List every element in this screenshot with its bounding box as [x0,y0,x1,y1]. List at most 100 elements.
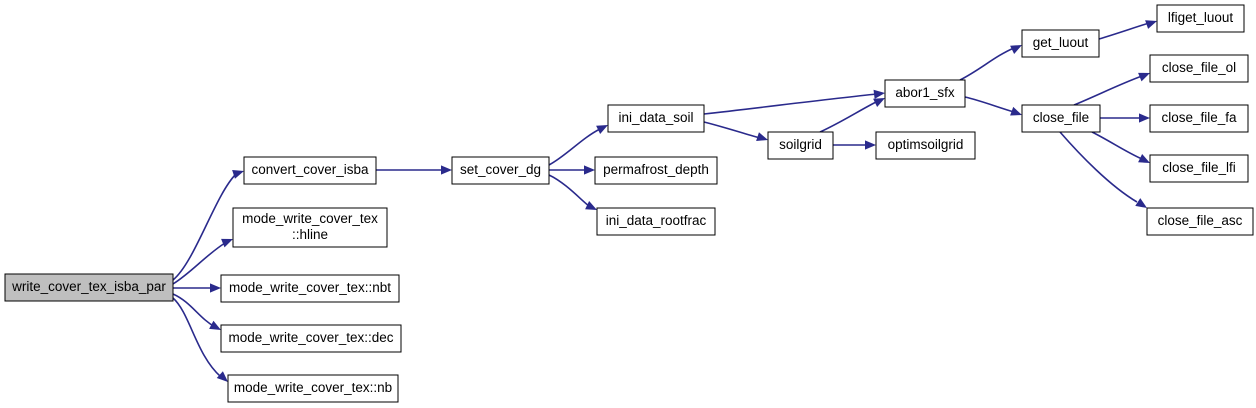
call-edge [172,170,244,281]
node-close_file_fa[interactable]: close_file_fa [1149,104,1249,133]
call-edge [548,174,597,210]
node-box[interactable] [243,156,377,185]
call-edge [964,96,1022,116]
node-box[interactable] [596,207,716,236]
node-box[interactable] [1149,54,1249,83]
edge-arrowhead [585,201,597,210]
node-box[interactable] [1149,154,1249,183]
node-box[interactable] [232,207,388,248]
node-box[interactable] [451,156,550,185]
node-label: mode_write_cover_tex [242,211,378,226]
edge-arrowhead [216,371,228,382]
node-box[interactable] [4,273,174,302]
node-label: close_file [1033,110,1089,125]
node-label: permafrost_depth [603,162,709,177]
node-ini_data_soil[interactable]: ini_data_soil [607,104,705,133]
node-label: soilgrid [779,137,822,152]
node-convert_cover_isba[interactable]: convert_cover_isba [243,156,377,185]
edge-line [1098,22,1150,40]
call-edge [703,121,768,141]
node-box[interactable] [607,104,705,133]
node-label: set_cover_dg [460,162,541,177]
node-close_file[interactable]: close_file [1021,104,1101,133]
node-close_file_asc[interactable]: close_file_asc [1146,207,1254,236]
node-label: write_cover_tex_isba_par [11,279,166,294]
call-edge [833,140,876,150]
node-label: lfiget_luout [1168,10,1234,25]
call-edge [1098,20,1157,40]
node-label: convert_cover_isba [251,162,369,177]
node-label: mode_write_cover_tex::nbt [229,280,391,295]
node-box[interactable] [1021,29,1100,58]
node-label: ini_data_rootfrac [606,213,707,228]
edge-arrowhead [1139,113,1150,123]
node-box[interactable] [875,131,976,160]
call-edge [549,165,595,175]
edge-line [959,47,1015,81]
node-box[interactable] [767,131,834,160]
node-mode_write_cover_tex_nb[interactable]: mode_write_cover_tex::nb [227,374,399,403]
edge-arrowhead [756,132,768,141]
node-optimsoilgrid[interactable]: optimsoilgrid [875,131,976,160]
call-edge [172,297,228,382]
node-mode_write_cover_tex_hline[interactable]: mode_write_cover_tex::hline [232,207,388,248]
nodes-layer: write_cover_tex_isba_par convert_cover_is… [4,4,1254,403]
node-get_luout[interactable]: get_luout [1021,29,1100,58]
node-label: ini_data_soil [618,110,693,125]
edge-line [819,100,879,133]
node-write_cover_tex_isba_par[interactable]: write_cover_tex_isba_par [4,273,174,302]
edge-arrowhead [584,165,595,175]
node-set_cover_dg[interactable]: set_cover_dg [451,156,550,185]
node-close_file_ol[interactable]: close_file_ol [1149,54,1249,83]
edge-arrowhead [221,238,233,248]
edge-line [1073,75,1143,106]
edge-arrowhead [1145,20,1157,29]
node-label: mode_write_cover_tex::dec [228,330,393,345]
node-soilgrid[interactable]: soilgrid [767,131,834,160]
call-edge [173,283,221,293]
node-label: mode_write_cover_tex::nb [234,380,392,395]
call-edge [376,165,452,175]
node-box[interactable] [594,156,718,185]
node-mode_write_cover_tex_nbt[interactable]: mode_write_cover_tex::nbt [220,274,400,303]
node-permafrost_depth[interactable]: permafrost_depth [594,156,718,185]
edge-line [548,174,590,207]
node-box[interactable] [1146,207,1254,236]
edge-line [1059,131,1138,203]
node-ini_data_rootfrac[interactable]: ini_data_rootfrac [596,207,716,236]
call-edge [548,125,608,166]
node-box[interactable] [220,274,400,303]
node-label: close_file_ol [1162,60,1236,75]
edge-arrowhead [441,165,452,175]
node-label: close_file_fa [1161,110,1237,125]
node-label: ::hline [292,227,328,242]
node-abor1_sfx[interactable]: abor1_sfx [884,79,966,108]
edge-arrowhead [210,283,221,293]
edge-line [1091,131,1143,160]
call-edge [172,293,221,330]
call-edge [172,238,233,285]
node-box[interactable] [1149,104,1249,133]
edge-arrowhead [1010,106,1022,116]
call-edge [1059,131,1147,208]
edge-arrowhead [865,140,876,150]
edge-line [964,96,1015,113]
edge-line [703,121,761,139]
node-lfiget_luout[interactable]: lfiget_luout [1156,4,1245,33]
edge-arrowhead [209,320,221,330]
node-box[interactable] [884,79,966,108]
node-box[interactable] [227,374,399,403]
node-mode_write_cover_tex_dec[interactable]: mode_write_cover_tex::dec [220,324,402,353]
node-close_file_lfi[interactable]: close_file_lfi [1149,154,1249,183]
call-edge [959,45,1022,81]
edges-layer [172,20,1157,382]
node-box[interactable] [1021,104,1101,133]
node-label: get_luout [1033,35,1089,50]
node-box[interactable] [1156,4,1245,33]
edge-line [548,128,601,166]
call-edge [1073,72,1150,106]
node-box[interactable] [220,324,402,353]
call-edge [703,89,885,115]
